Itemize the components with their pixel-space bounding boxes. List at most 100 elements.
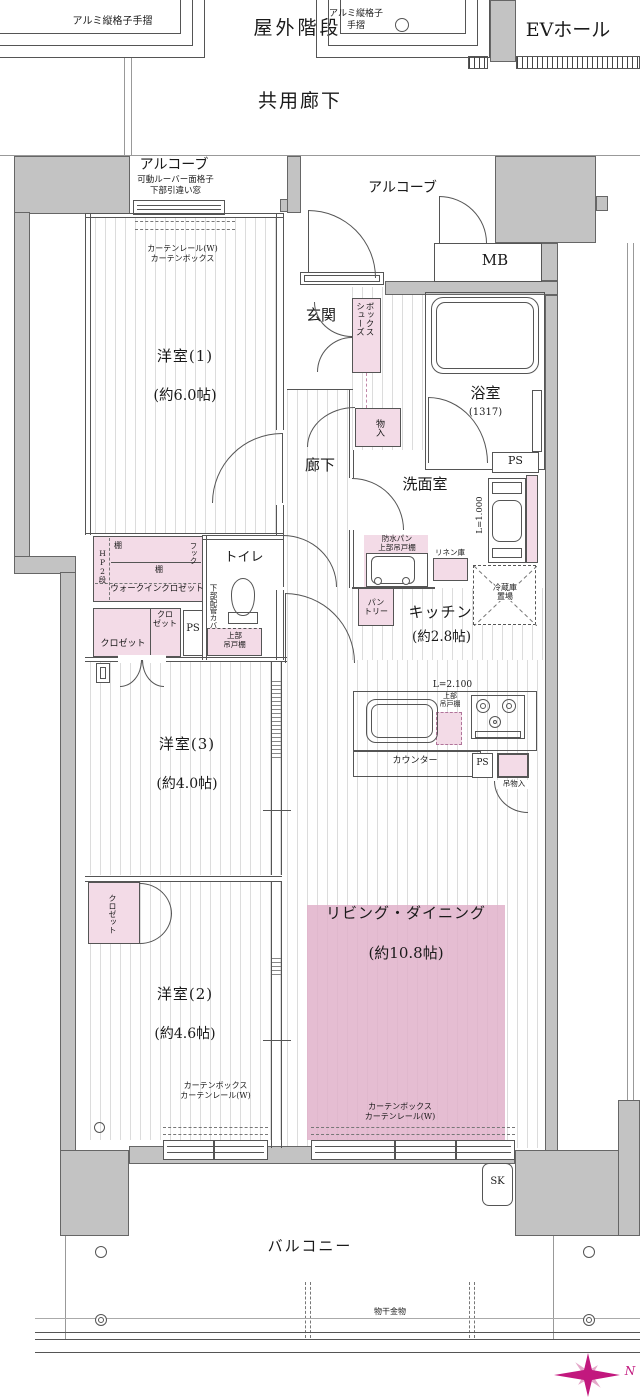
- washroom-label: 洗面室: [402, 475, 448, 493]
- hanger-pipe-symbol: [94, 1122, 105, 1133]
- shoe-box-label: シューズ ボックス: [354, 302, 375, 336]
- wic-label: ウォークインクロゼット: [110, 584, 204, 594]
- kitchen-counter: [353, 691, 537, 751]
- alcove-left-note: 可動ルーバー面格子: [137, 175, 214, 185]
- window-mullion: [394, 1141, 396, 1159]
- washing-machine-drum: [371, 556, 415, 584]
- kitchen-cabinet-label: 上部吊戸棚: [439, 692, 461, 709]
- vanity-unit: [488, 478, 526, 563]
- wic-hook-label: フック: [189, 541, 198, 565]
- laundry-pan-label: 防水パン: [381, 534, 413, 543]
- outdoor-stairs-label: 屋外階段: [253, 17, 342, 39]
- wall-entry-pillar: [287, 156, 301, 213]
- closet-small-label: クロゼット: [153, 610, 177, 629]
- wall-balcony-left-block: [60, 1150, 129, 1236]
- boundary-line: [627, 243, 628, 1100]
- wall-line: [276, 213, 277, 430]
- hose-bib-symbol-inner: [98, 1317, 104, 1323]
- laundry-cabinet-label: 上部吊戸棚: [378, 543, 416, 552]
- toilet-cabinet-label: 上部吊戸棚: [223, 631, 246, 649]
- wall-right: [545, 295, 558, 1151]
- dashed-line: [366, 373, 367, 408]
- handrail-right-label: アルミ縦格子: [329, 9, 383, 19]
- hatch-strip: [468, 56, 488, 69]
- stove-burner: [476, 699, 490, 713]
- fridge-label: 冷蔵庫置場: [493, 583, 517, 602]
- drain-circle: [95, 1246, 107, 1258]
- wall-line: [85, 213, 86, 535]
- wall-line: [85, 217, 283, 218]
- window-line: [315, 1152, 511, 1153]
- partition-dash: [474, 1282, 475, 1338]
- shoe-box-door-arc: [317, 337, 352, 372]
- fridge-space: 冷蔵庫置場: [473, 565, 537, 626]
- meter-box-room: [434, 243, 542, 282]
- wall-stub: [596, 196, 608, 211]
- pipe-space-box: [492, 452, 539, 473]
- partition-tick: [263, 1040, 291, 1041]
- wall-corner-top-left: [14, 156, 130, 214]
- western3-label: 洋室(3): [158, 735, 216, 753]
- corridor-label: 廊下: [304, 456, 335, 474]
- linen-cabinet: [433, 558, 468, 581]
- wall-niche: [96, 663, 110, 683]
- kitchen-upper-cabinet: [436, 712, 462, 745]
- washer-knob: [374, 577, 382, 585]
- window-mullion: [455, 1141, 457, 1159]
- curtain-box-dash: [135, 229, 235, 230]
- bathroom-label: 浴室: [470, 384, 501, 402]
- balcony-rail-line: [35, 1318, 640, 1319]
- wic-shelf-label: 棚: [155, 565, 163, 574]
- western2-size-label: (約4.6帖): [154, 1026, 216, 1042]
- western1-label: 洋室(1): [156, 347, 214, 365]
- window-line: [167, 1146, 264, 1147]
- window-line: [137, 205, 221, 206]
- window: [311, 1140, 515, 1160]
- balcony-rail-line: [35, 1352, 640, 1353]
- ev-landing-rail-outline: [316, 0, 490, 58]
- curtain-box-dash: [163, 1134, 268, 1135]
- drain-circle: [583, 1246, 595, 1258]
- wall-line: [85, 661, 287, 662]
- slop-sink-label: SK: [490, 1176, 505, 1187]
- compass-north-label: N: [624, 1364, 636, 1378]
- entry-storage: [355, 408, 401, 447]
- western3-floor: [90, 661, 282, 875]
- slop-sink: [482, 1163, 513, 1206]
- pipe-space-label: PS: [186, 623, 200, 634]
- toilet-upper-cabinet: 上部吊戸棚: [207, 628, 262, 656]
- western1-door-leaf: [282, 433, 283, 503]
- wall-left-lower: [60, 572, 76, 1152]
- living-size-label: (約10.8帖): [368, 944, 444, 962]
- ev-landing-rail-outline: [340, 0, 466, 34]
- ev-pillar-wall: [490, 0, 516, 62]
- kitchen-sink: [371, 704, 433, 738]
- living-curtain-label: カーテンレール(W): [364, 1112, 436, 1121]
- entry-door-arc: [308, 210, 376, 278]
- stair-landing-rail-outline: [0, 0, 181, 34]
- wall-far-right-block: [618, 1100, 640, 1236]
- bath-shelf: [532, 390, 542, 452]
- balcony-side-line: [65, 1236, 66, 1340]
- bathroom: [425, 292, 545, 470]
- western2-curtain-label: カーテンレール(W): [180, 1091, 251, 1100]
- compass-rose-icon: [554, 1353, 620, 1397]
- curtain-box-dash: [135, 221, 235, 222]
- hose-bib-symbol-inner: [586, 1317, 592, 1323]
- balcony-rail-line: [35, 1332, 640, 1333]
- kitchen-length-label: L=2.100: [432, 680, 473, 690]
- entry-storage-label: 物入: [374, 419, 384, 437]
- curtain-box-dash: [311, 1127, 515, 1128]
- wall-line: [353, 450, 354, 478]
- wic-shelf-label: 棚: [114, 541, 122, 550]
- pipe-space-label: PS: [508, 454, 523, 467]
- door-opening: [118, 655, 166, 663]
- wall-line: [202, 535, 284, 536]
- partition-tick: [263, 810, 291, 811]
- wic-dash-line: [95, 583, 201, 584]
- partition-dash: [310, 1282, 311, 1338]
- western2-closet-label: クロゼット: [108, 894, 117, 934]
- wic-shelf-line: [111, 562, 201, 563]
- laundry-fitting-label: 物干金物: [360, 1307, 420, 1317]
- wall-line: [85, 657, 287, 658]
